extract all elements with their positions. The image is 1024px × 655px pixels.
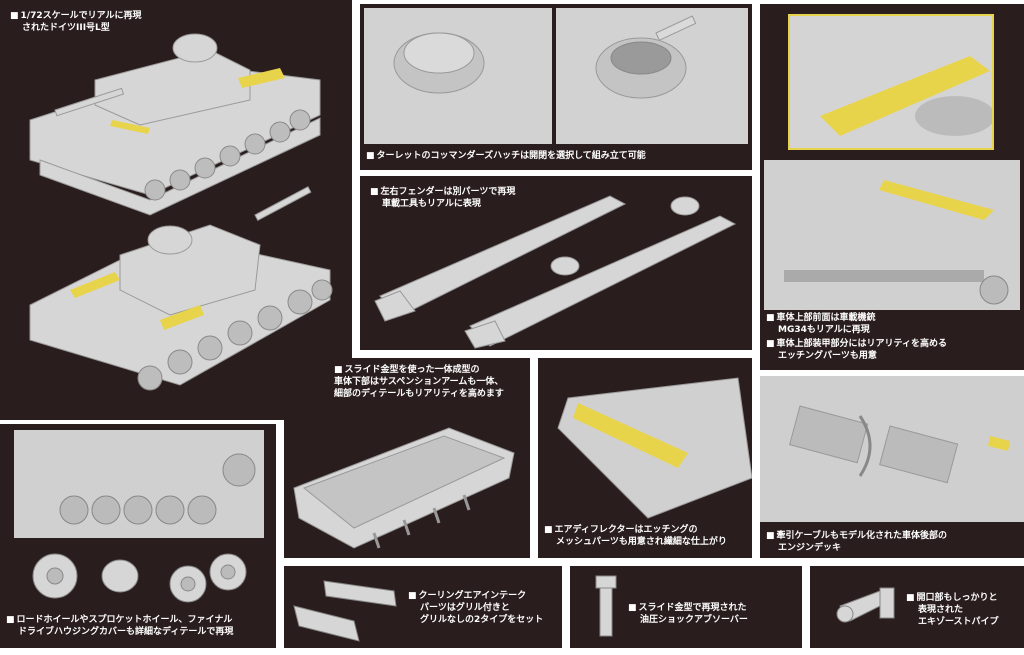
caption-deflector: ■エアディフレクターはエッチングの メッシュパーツも用意され繊細な仕上がり: [544, 525, 727, 547]
caption-intake: ■クーリングエアインテーク パーツはグリル付きと グリルなしの2タイプをセット: [408, 591, 544, 625]
intake-parts: [293, 580, 397, 642]
caption-exhaust: ■開口部もしっかりと 表現された エキゾーストパイプ: [906, 593, 999, 627]
panel-fenders: ■左右フェンダーは別パーツで再現 車載工具もリアルに表現: [360, 176, 752, 350]
tank-renders: [29, 33, 333, 391]
panel-turret-hatch: ■ターレットのコッマンダーズハッチは開閉を選択して組み立て可能: [360, 4, 752, 170]
panel-lower-hull: ■スライド金型を使った一体成型の 車体下部はサスペンションアームも一体、 細部の…: [284, 358, 530, 558]
fender-parts: [374, 195, 737, 349]
panel-shock-absorber: ■スライド金型で再現された 油圧ショックアブソーバー: [570, 566, 802, 648]
caption-scale: ■1/72スケールでリアルに再現 されたドイツIII号L型: [10, 11, 142, 33]
panel-exhaust: ■開口部もしっかりと 表現された エキゾーストパイプ: [810, 566, 1024, 648]
lower-hull-part: [293, 427, 515, 549]
exhaust-part: [836, 587, 895, 623]
panel-wheels: ■ロードホイールやスプロケットホイール、ファイナル ドライブハウジングカバーも詳…: [0, 424, 276, 648]
caption-wheels: ■ロードホイールやスプロケットホイール、ファイナル ドライブハウジングカバーも詳…: [6, 615, 234, 637]
caption-etching: ■車体上部装甲部分にはリアリティを高める エッチングパーツも用意: [766, 339, 947, 361]
caption-fenders: ■左右フェンダーは別パーツで再現 車載工具もリアルに表現: [370, 187, 516, 209]
running-gear-image: [14, 430, 264, 538]
panel-overview: ■1/72スケールでリアルに再現 されたドイツIII号L型: [0, 0, 352, 420]
engine-deck-image: [760, 376, 1024, 522]
panel-hull-front: ■車体上部前面は車載機銃 MG34もリアルに再現 ■車体上部装甲部分にはリアリテ…: [760, 4, 1024, 370]
caption-slide-mold: ■スライド金型を使った一体成型の 車体下部はサスペンションアームも一体、 細部の…: [334, 365, 504, 399]
panel-engine-deck: ■牽引ケーブルもモデル化された車体後部の エンジンデッキ: [760, 376, 1024, 558]
caption-mg34: ■車体上部前面は車載機銃 MG34もリアルに再現: [766, 313, 876, 335]
panel-air-deflector: ■エアディフレクターはエッチングの メッシュパーツも用意され繊細な仕上がり: [538, 358, 752, 558]
wheel-parts: [32, 553, 247, 603]
deflector-image: [557, 377, 752, 519]
hull-front-image: [764, 160, 1020, 310]
hatch-closed-image: [364, 8, 552, 144]
hatch-open-image: [556, 8, 748, 144]
caption-engine-deck: ■牽引ケーブルもモデル化された車体後部の エンジンデッキ: [766, 531, 947, 553]
panel-cooling-intake: ■クーリングエアインテーク パーツはグリル付きと グリルなしの2タイプをセット: [284, 566, 562, 648]
shock-part: [595, 575, 617, 637]
hull-closeup-image: [788, 14, 994, 150]
caption-hatch: ■ターレットのコッマンダーズハッチは開閉を選択して組み立て可能: [366, 151, 646, 161]
caption-shock: ■スライド金型で再現された 油圧ショックアブソーバー: [628, 603, 748, 625]
